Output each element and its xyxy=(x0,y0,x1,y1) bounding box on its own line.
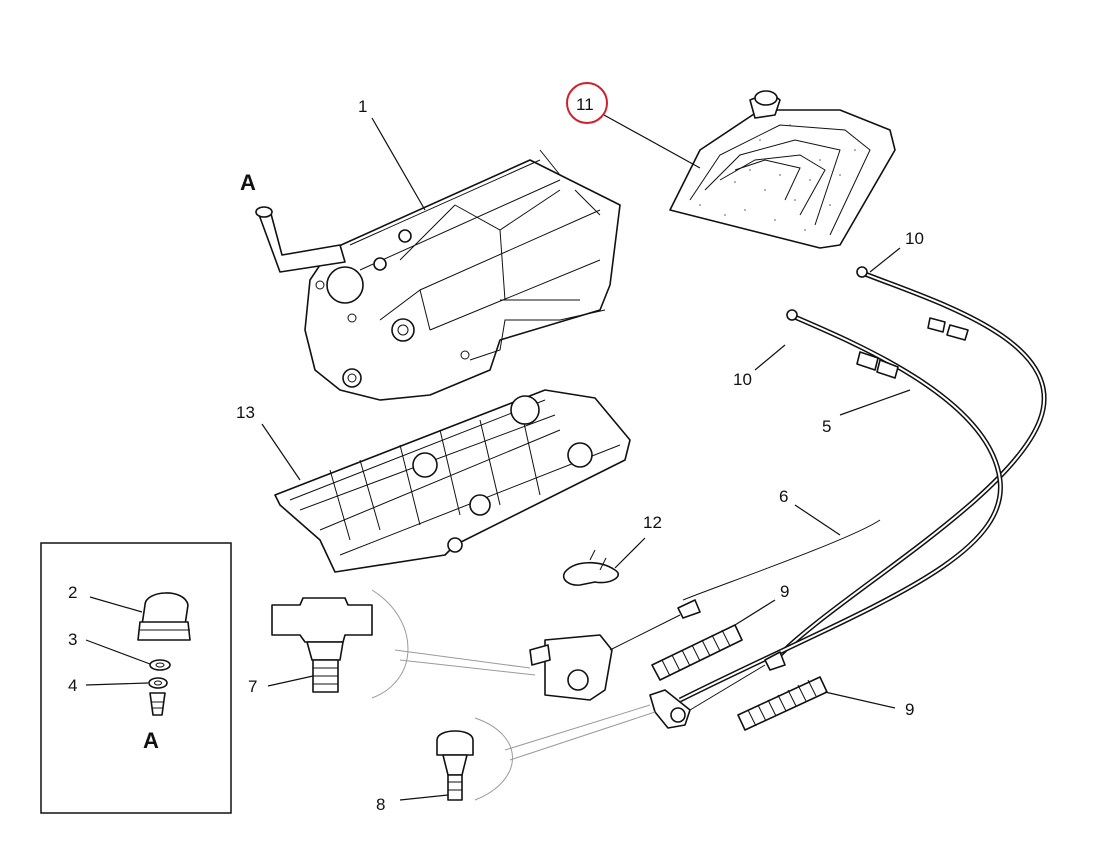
clip-part-12[interactable] xyxy=(562,549,620,586)
label-part-9-upper: 9 xyxy=(780,582,789,601)
label-part-1: 1 xyxy=(358,97,367,116)
label-part-2: 2 xyxy=(68,583,77,602)
selector-cable-part-5[interactable] xyxy=(773,266,1047,662)
label-part-10-upper: 10 xyxy=(905,229,924,248)
label-detail-a-top: A xyxy=(240,170,256,195)
label-part-6: 6 xyxy=(779,487,788,506)
label-part-3: 3 xyxy=(68,630,77,649)
gaiter-part-9-upper[interactable] xyxy=(651,624,743,681)
gear-cable-part-6[interactable] xyxy=(677,309,1003,703)
detail-box-a xyxy=(40,542,232,814)
label-part-10-lower: 10 xyxy=(733,370,752,389)
detail-callout-7 xyxy=(371,589,536,699)
label-detail-a-box: A xyxy=(143,728,159,753)
label-part-5: 5 xyxy=(822,417,831,436)
label-part-11: 11 xyxy=(576,95,594,114)
label-part-12: 12 xyxy=(643,513,662,532)
knob-part-2[interactable] xyxy=(137,592,191,641)
label-part-7: 7 xyxy=(248,677,257,696)
washer-part-3[interactable] xyxy=(149,659,171,671)
detail-callout-8 xyxy=(474,704,656,801)
ball-stud-part-8[interactable] xyxy=(436,730,474,801)
base-plate-part-13[interactable] xyxy=(274,389,631,573)
highlight-circle-11 xyxy=(566,82,608,124)
nut-part-4[interactable] xyxy=(148,677,168,689)
label-part-13: 13 xyxy=(236,403,255,422)
label-part-9-lower: 9 xyxy=(905,700,914,719)
gear-boot-part-11[interactable] xyxy=(669,90,896,249)
label-part-8: 8 xyxy=(376,795,385,814)
screw-detail-a[interactable] xyxy=(149,692,166,716)
shift-housing-part-1[interactable] xyxy=(255,149,621,401)
bushing-part-7[interactable] xyxy=(271,597,373,693)
gaiter-part-9-lower[interactable] xyxy=(737,676,828,731)
cable-end-eye[interactable] xyxy=(529,614,681,701)
label-part-4: 4 xyxy=(68,676,77,695)
leader-lines xyxy=(85,114,911,801)
